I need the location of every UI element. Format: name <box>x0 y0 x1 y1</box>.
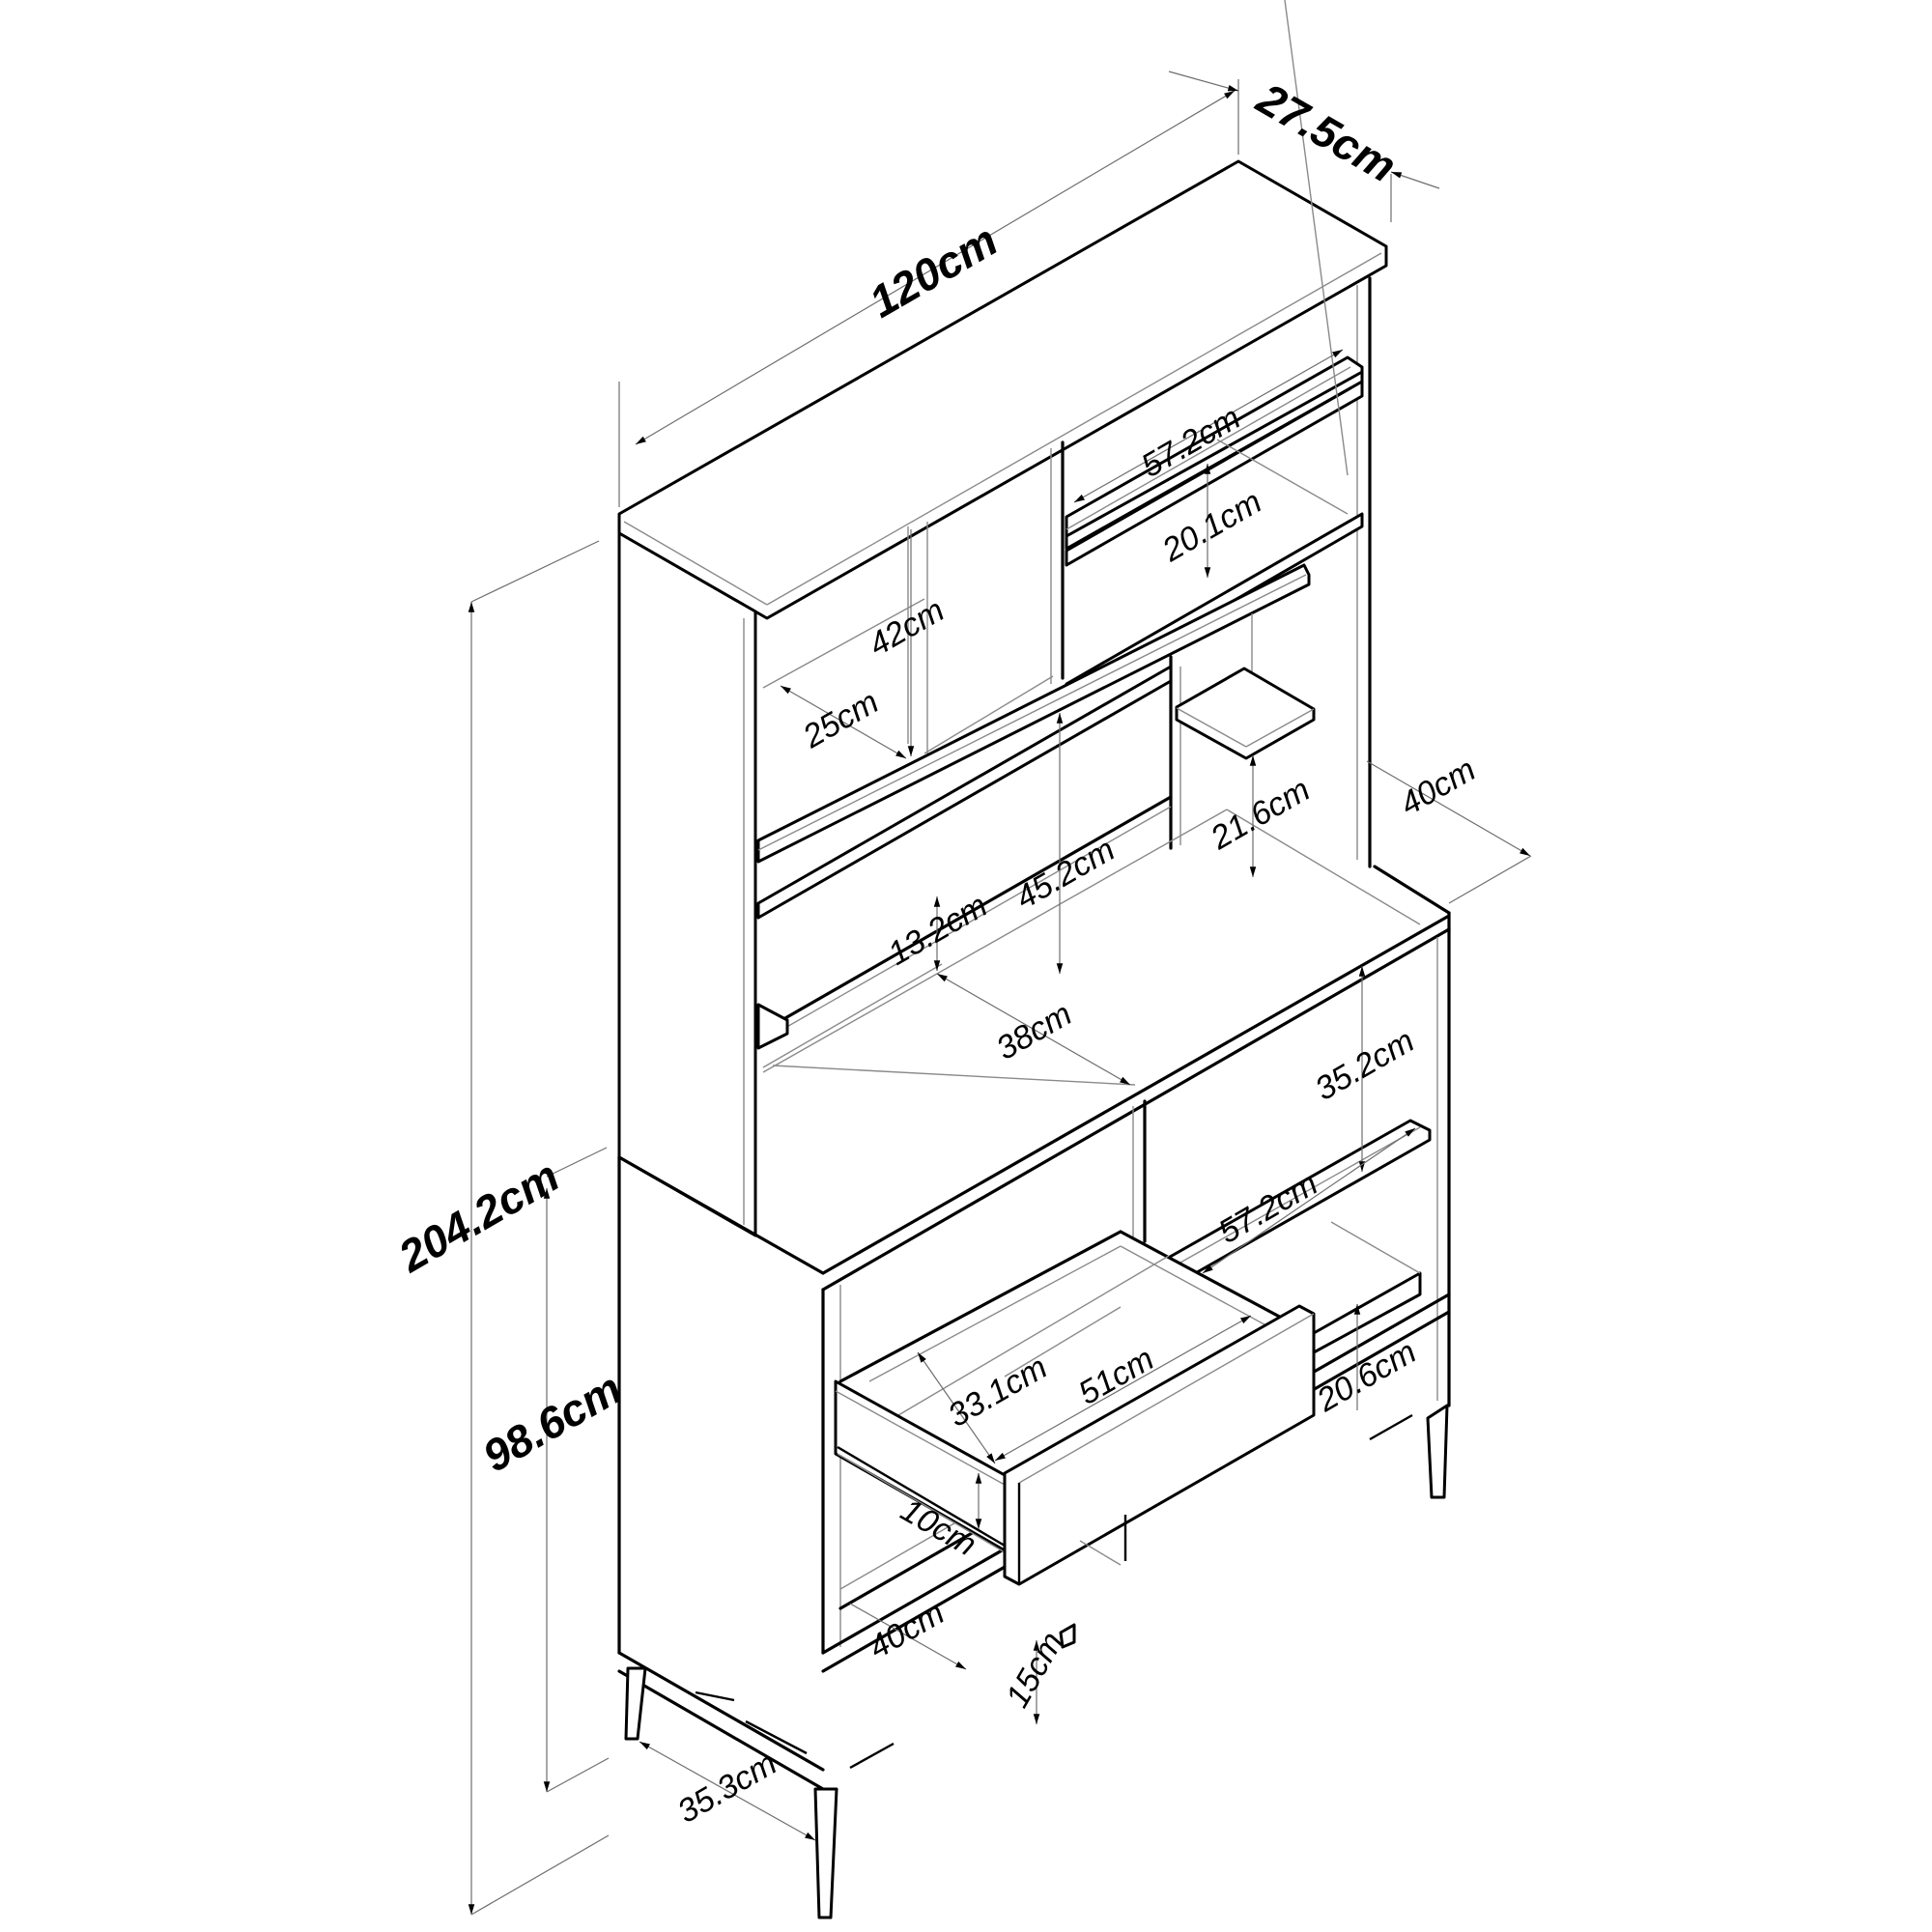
label-leg-height: 15cm <box>999 1626 1070 1714</box>
label-right-upper-opening: 35.2cm <box>1309 1022 1421 1108</box>
leg-front-left <box>813 1787 838 1919</box>
label-left-compartment-width: 42cm <box>863 591 951 663</box>
dimension-lines <box>468 71 1532 1916</box>
open-drawer <box>834 1230 1316 1586</box>
label-middle-opening-height: 45.2cm <box>1009 831 1122 917</box>
label-small-shelf-gap: 21.6cm <box>1204 771 1316 857</box>
label-bottom-rail-gap: 13.2cm <box>882 887 994 973</box>
label-countertop-depth: 40cm <box>1394 751 1482 822</box>
label-total-height: 204.2cm <box>389 1151 567 1282</box>
label-hutch-depth: 27.5cm <box>1248 72 1405 192</box>
label-leg-span-depth: 35.3cm <box>671 1745 783 1831</box>
leg-back-right <box>1059 1623 1076 1649</box>
leg-back-left <box>624 1666 647 1741</box>
leg-front-right <box>1426 1404 1449 1499</box>
label-base-height: 98.6cm <box>474 1363 630 1482</box>
label-left-compartment-depth: 25cm <box>796 683 885 755</box>
